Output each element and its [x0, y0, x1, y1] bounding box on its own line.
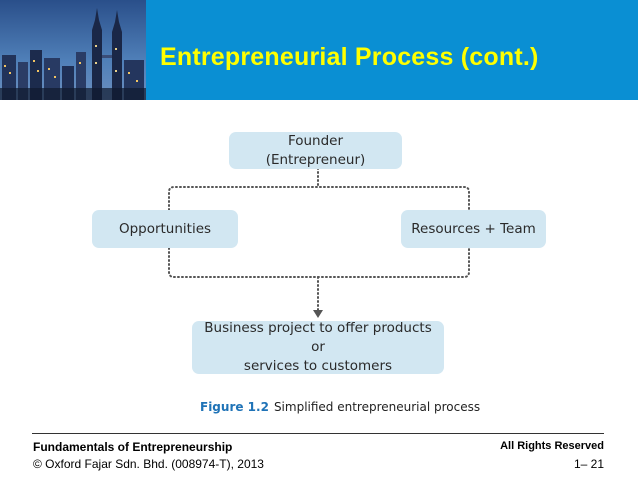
- connector-top-bracket: [168, 186, 470, 211]
- opportunities-node: Opportunities: [92, 210, 238, 248]
- city-skyline-image: [0, 0, 146, 100]
- business-project-label-line2: services to customers: [243, 358, 393, 374]
- slide-title: Entrepreneurial Process (cont.): [160, 43, 539, 71]
- resources-team-node: Resources + Team: [401, 210, 546, 248]
- business-project-node: Business project to offer products or se…: [192, 320, 444, 374]
- footer-divider: [32, 433, 604, 434]
- figure-number: Figure 1.2: [200, 400, 269, 414]
- figure-caption: Figure 1.2 Simplified entrepreneurial pro…: [200, 400, 480, 414]
- business-project-label-line1: Business project to offer products or: [204, 320, 432, 355]
- opportunities-label: Opportunities: [118, 220, 212, 237]
- arrowhead-icon: [313, 310, 323, 318]
- resources-team-label: Resources + Team: [411, 220, 536, 237]
- founder-node: Founder (Entrepreneur): [229, 132, 402, 169]
- footer-page-number: 1– 21: [573, 457, 604, 471]
- footer-course-title: Fundamentals of Entrepreneurship: [33, 440, 233, 454]
- footer-rights: All Rights Reserved: [500, 440, 604, 452]
- figure-caption-text: Simplified entrepreneurial process: [273, 400, 481, 414]
- connector-bottom-bracket: [168, 247, 470, 278]
- footer-copyright: © Oxford Fajar Sdn. Bhd. (008974-T), 201…: [33, 457, 264, 471]
- slide-header: Entrepreneurial Process (cont.): [0, 0, 638, 100]
- founder-label: Founder (Entrepreneur): [265, 132, 366, 168]
